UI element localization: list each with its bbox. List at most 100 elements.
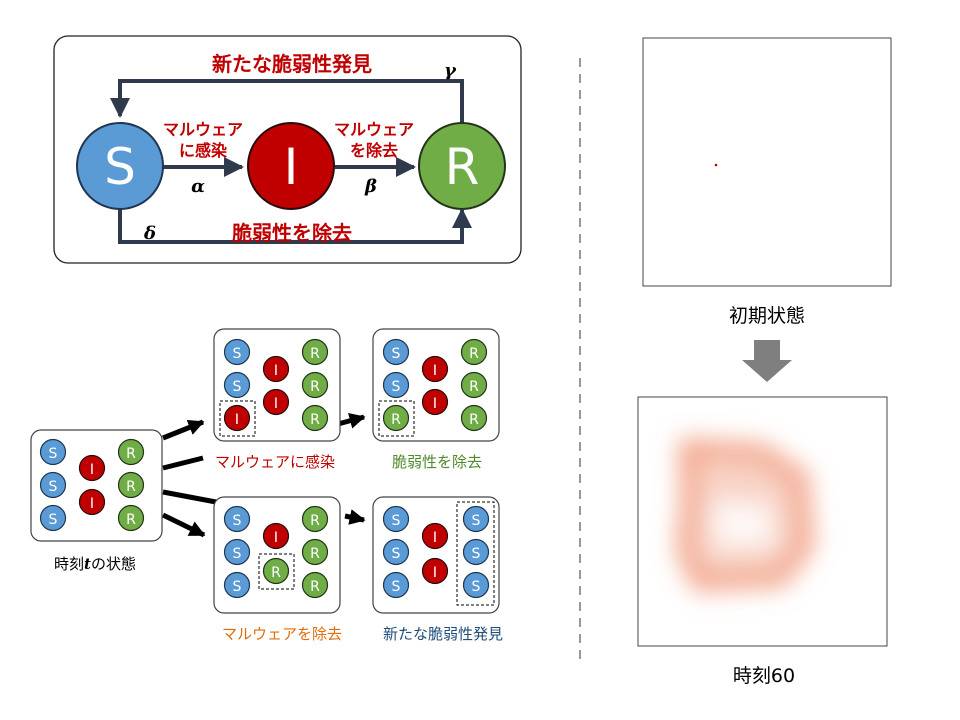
arrow-to-infect [162, 419, 205, 441]
mini-node-letter: S [472, 579, 481, 595]
node-i-label: I [284, 138, 299, 196]
mini-node-i [262, 355, 290, 383]
mini-node-i [78, 454, 106, 482]
mini-node-r [460, 371, 488, 399]
mini-node-i [421, 557, 449, 585]
mini-node-s [223, 571, 251, 599]
mini-node-s [223, 505, 251, 533]
mini-node-r [301, 505, 329, 533]
beta-symbol: β [364, 176, 377, 197]
mini-node-letter: S [233, 346, 242, 362]
mini-node-letter: I [433, 396, 437, 412]
mini-node-letter: I [274, 363, 278, 379]
mini-node-letter: S [472, 546, 481, 562]
mini-node-letter: S [233, 379, 242, 395]
mini-node-r [460, 404, 488, 432]
mini-node-letter: I [90, 496, 94, 512]
top-loop-arrow [110, 79, 464, 126]
mini-node-s [462, 505, 490, 533]
simulation-panels: 初期状態 時刻60 [637, 37, 892, 687]
mini-node-letter: S [392, 546, 401, 562]
mini-node-s [382, 505, 410, 533]
mini-node-letter: S [49, 479, 58, 495]
mini-node-s [223, 371, 251, 399]
mini-node-r [117, 438, 145, 466]
mini-node-letter: I [235, 412, 239, 428]
state-box-remove-highlight [258, 553, 295, 590]
si-label-line2: に感染 [179, 141, 228, 160]
mini-node-letter: I [274, 530, 278, 546]
arrow-to-infect-patch [162, 455, 204, 471]
mini-node-i [78, 488, 106, 516]
transition-examples: SSSIIRRRSSIIIRRRSSRIIRRRSSSIRRRRSSSIISSS… [30, 328, 503, 643]
mini-node-letter: I [433, 363, 437, 379]
mini-node-letter: S [392, 346, 401, 362]
mini-node-letter: S [49, 512, 58, 528]
mini-node-letter: R [469, 379, 479, 395]
mini-node-r [301, 571, 329, 599]
time-progress-arrow [742, 340, 792, 382]
mini-node-i [223, 404, 251, 432]
infection-heatmap [675, 438, 815, 592]
mini-node-letter: R [310, 579, 320, 595]
mini-node-r [382, 404, 410, 432]
bottom-loop-label: 脆弱性を除去 [232, 221, 352, 245]
mini-node-i [262, 522, 290, 550]
state-caption: 時刻tの状態 [54, 555, 136, 573]
mini-node-letter: S [472, 513, 481, 529]
delta-symbol: δ [143, 223, 156, 244]
mini-node-letter: I [274, 396, 278, 412]
initial-state-plot [642, 37, 892, 287]
mini-node-letter: R [126, 512, 136, 528]
mini-node-letter: R [469, 346, 479, 362]
node-s-label: S [104, 138, 136, 196]
mini-node-letter: R [310, 346, 320, 362]
bottom-loop-arrow [118, 208, 472, 244]
ir-label-line1: マルウェア [334, 120, 414, 139]
ir-label-line2: を除去 [350, 141, 398, 160]
state-box-patch-highlight [378, 400, 415, 437]
arrow-to-remove [161, 512, 206, 538]
patch-caption: 脆弱性を除去 [392, 453, 482, 471]
remove-caption: マルウェアを除去 [222, 625, 342, 643]
gamma-symbol: γ [444, 60, 457, 81]
mini-node-letter: I [433, 530, 437, 546]
node-r [418, 122, 506, 210]
top-loop-label: 新たな脆弱性発見 [212, 52, 372, 76]
time60-caption: 時刻60 [733, 665, 795, 687]
mini-node-r [117, 504, 145, 532]
arrow-remove-to-rediscover [344, 509, 366, 525]
mini-node-letter: R [310, 546, 320, 562]
mini-node-s [462, 538, 490, 566]
mini-node-letter: I [433, 565, 437, 581]
mini-node-letter: S [233, 579, 242, 595]
mini-node-r [301, 538, 329, 566]
state-box-infect-highlight [219, 400, 256, 437]
mini-node-letter: S [392, 379, 401, 395]
mini-node-r [301, 338, 329, 366]
node-r-label: R [445, 138, 480, 196]
mini-node-letter: R [469, 412, 479, 428]
mini-node-i [421, 522, 449, 550]
mini-node-letter: R [271, 565, 281, 581]
mini-node-r [262, 557, 290, 585]
sir-model-diagram: S I R 新たな脆弱性発見 脆弱性を除去 マルウェア に感染 マルウェア を除… [53, 35, 522, 264]
mini-node-letter: R [310, 513, 320, 529]
mini-node-letter: S [233, 513, 242, 529]
mini-node-s [382, 538, 410, 566]
node-s [76, 122, 164, 210]
mini-node-r [117, 471, 145, 499]
mini-node-letter: S [233, 546, 242, 562]
initial-state-caption: 初期状態 [729, 305, 805, 327]
mini-node-s [223, 338, 251, 366]
mini-node-letter: I [90, 462, 94, 478]
node-i [247, 122, 335, 210]
mini-node-letter: S [49, 446, 58, 462]
mini-node-letter: S [392, 579, 401, 595]
mini-node-s [382, 571, 410, 599]
mini-node-s [223, 538, 251, 566]
mini-node-letter: R [126, 446, 136, 462]
si-label-line1: マルウェア [163, 120, 243, 139]
alpha-symbol: α [191, 176, 205, 197]
